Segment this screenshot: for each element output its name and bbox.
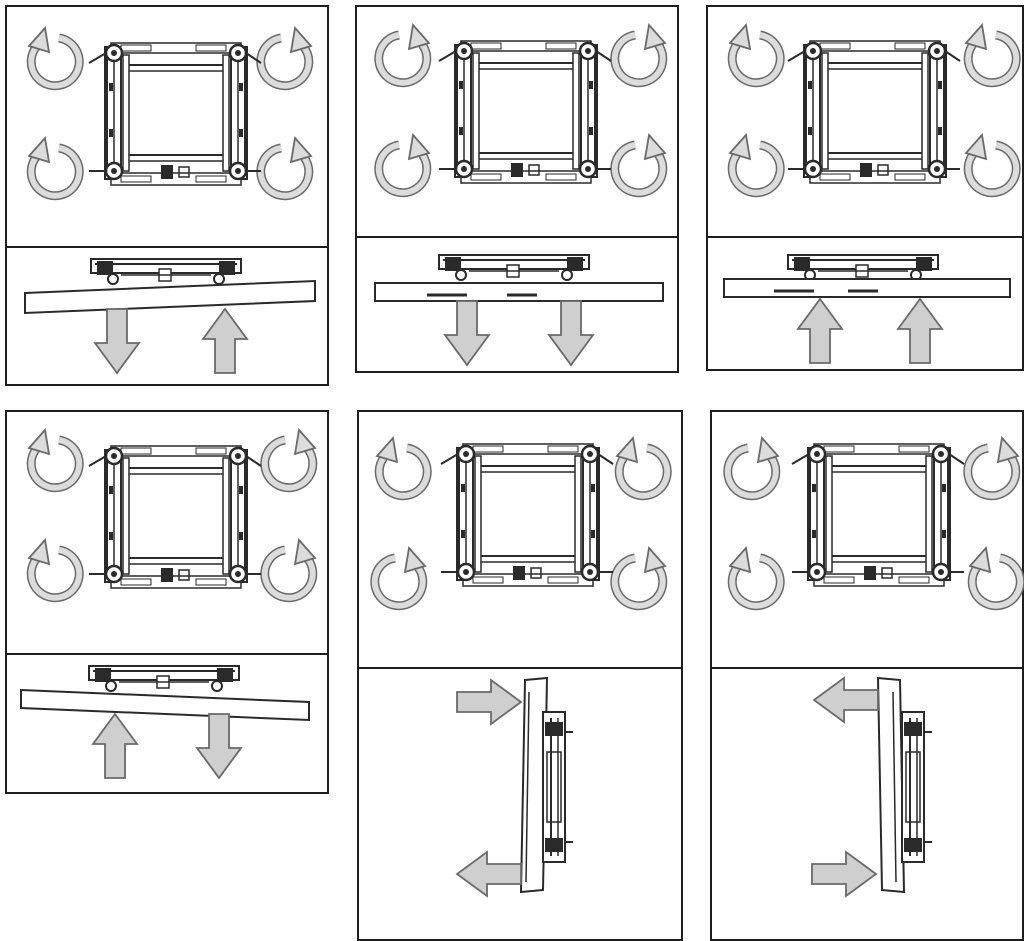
bracket-top-view <box>786 39 962 185</box>
display-panel-level <box>723 278 1011 298</box>
rotate-cw-icon <box>728 438 778 496</box>
panel-2-art <box>357 7 677 366</box>
rotate-cw-icon <box>265 430 315 488</box>
down-arrow-icon <box>196 713 242 779</box>
up-arrow-icon <box>797 298 843 364</box>
display-panel-vertical <box>876 676 906 894</box>
diagram-panel-5 <box>357 410 683 941</box>
bracket-side-view <box>542 711 574 863</box>
bracket-top-view <box>87 41 263 187</box>
rotate-cw-icon <box>379 25 429 83</box>
rotate-ccw-icon <box>730 25 780 83</box>
rotate-cw-icon <box>375 548 425 606</box>
up-arrow-icon <box>202 308 248 374</box>
panel-3-art <box>708 7 1024 364</box>
rotate-cw-icon <box>615 548 665 606</box>
rotate-ccw-icon <box>730 548 780 606</box>
rotate-ccw-icon <box>29 430 79 488</box>
rotate-ccw-icon <box>29 540 79 598</box>
down-arrow-icon <box>548 300 594 366</box>
right-arrow-icon <box>811 851 877 897</box>
display-panel-tilted <box>24 279 316 315</box>
diagram-panel-6 <box>710 410 1024 941</box>
rotate-ccw-icon <box>377 438 427 496</box>
rotate-cw-icon <box>615 25 665 83</box>
panel-6-art <box>712 412 1024 897</box>
panel-4-art <box>7 412 327 779</box>
up-arrow-icon <box>92 713 138 779</box>
left-arrow-icon <box>456 851 522 897</box>
bracket-side-view <box>90 258 242 285</box>
rotate-ccw-icon <box>29 138 79 196</box>
bracket-top-view <box>790 442 966 588</box>
display-panel-tilted <box>20 688 310 722</box>
rotate-cw-icon <box>265 540 315 598</box>
right-arrow-icon <box>456 679 522 725</box>
diagram-panel-4 <box>5 410 329 794</box>
rotate-ccw-icon <box>730 135 780 193</box>
rotate-ccw-icon <box>966 135 1016 193</box>
bracket-top-view <box>437 39 613 185</box>
panel-1-art <box>7 7 327 374</box>
rotate-cw-icon <box>261 28 311 86</box>
display-panel-vertical <box>519 676 549 894</box>
rotate-cw-icon <box>379 135 429 193</box>
diagram-panel-1 <box>5 5 329 386</box>
bracket-top-view <box>439 442 615 588</box>
rotate-cw-icon <box>968 438 1018 496</box>
rotate-cw-icon <box>615 135 665 193</box>
rotate-ccw-icon <box>617 438 667 496</box>
diagram-panel-2 <box>355 5 679 373</box>
rotate-ccw-icon <box>970 548 1020 606</box>
bracket-side-view <box>787 254 939 281</box>
bracket-side-view <box>438 254 590 281</box>
bracket-side-view <box>88 665 240 692</box>
bracket-side-view <box>901 711 933 863</box>
up-arrow-icon <box>897 298 943 364</box>
left-arrow-icon <box>813 677 879 723</box>
diagram-panel-3 <box>706 5 1024 371</box>
rotate-cw-icon <box>261 138 311 196</box>
rotate-ccw-icon <box>29 28 79 86</box>
rotate-ccw-icon <box>966 25 1016 83</box>
display-panel-level <box>374 282 664 302</box>
panel-5-art <box>359 412 681 897</box>
down-arrow-icon <box>94 308 140 374</box>
down-arrow-icon <box>444 300 490 366</box>
bracket-top-view <box>87 444 263 590</box>
